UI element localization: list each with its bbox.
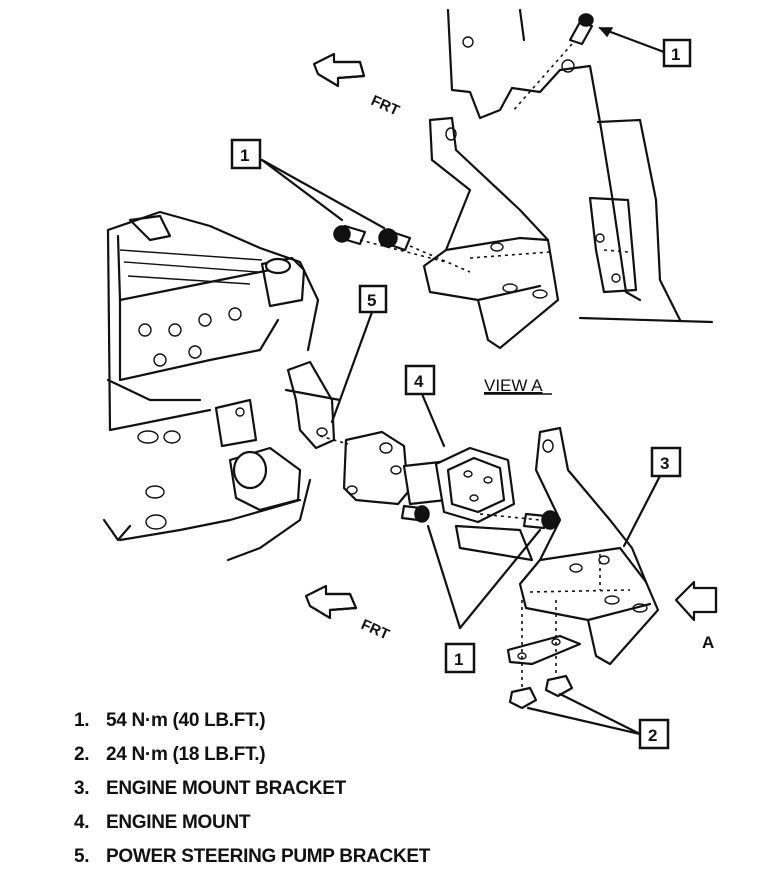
- svg-text:1: 1: [454, 650, 463, 669]
- svg-text:3: 3: [660, 454, 669, 473]
- callout-3: 3: [650, 446, 682, 478]
- view-a-letter: A: [702, 633, 714, 652]
- svg-text:4: 4: [414, 372, 424, 391]
- svg-text:1: 1: [671, 45, 680, 64]
- legend-item: 4.ENGINE MOUNT: [74, 812, 251, 833]
- bolt-top: [511, 13, 594, 113]
- callout-leaders: [260, 26, 666, 736]
- vehicle-body-structure: [446, 8, 714, 324]
- callout-1-top: 1: [662, 38, 692, 68]
- legend-item: 5.POWER STEERING PUMP BRACKET: [74, 846, 431, 867]
- legend-item: 3.ENGINE MOUNT BRACKET: [74, 778, 346, 799]
- callout-1-left: 1: [230, 138, 262, 170]
- engine-mount: [319, 430, 516, 524]
- legend-item: 2.24 N·m (18 LB.FT.): [74, 744, 266, 765]
- callout-5: 5: [358, 284, 388, 314]
- view-a-label: VIEW A: [484, 376, 543, 395]
- callout-4: 4: [404, 364, 436, 396]
- callout-1-bottom: 1: [444, 642, 476, 674]
- engine-mount-bracket: [454, 426, 660, 666]
- lower-plate: [506, 600, 582, 710]
- frt-arrow-bottom: FRT: [304, 584, 392, 644]
- frt-label-bottom: FRT: [358, 616, 392, 643]
- callout-2: 2: [638, 718, 670, 750]
- engine-block: [102, 210, 320, 562]
- legend: 1.54 N·m (40 LB.FT.) 2.24 N·m (18 LB.FT.…: [74, 704, 430, 874]
- bolts-mount-pair: [400, 504, 559, 530]
- legend-item: 1.54 N·m (40 LB.FT.): [74, 710, 266, 731]
- frt-label-top: FRT: [368, 92, 402, 119]
- upper-mount-bracket: [422, 116, 560, 350]
- bolts-upper-pair: [333, 224, 471, 273]
- power-steering-pump-bracket: [284, 360, 342, 450]
- view-a-arrow: A: [674, 580, 718, 652]
- svg-text:5: 5: [367, 291, 376, 310]
- svg-text:2: 2: [648, 726, 657, 745]
- frt-arrow-top: FRT: [312, 52, 402, 120]
- svg-text:1: 1: [240, 146, 249, 165]
